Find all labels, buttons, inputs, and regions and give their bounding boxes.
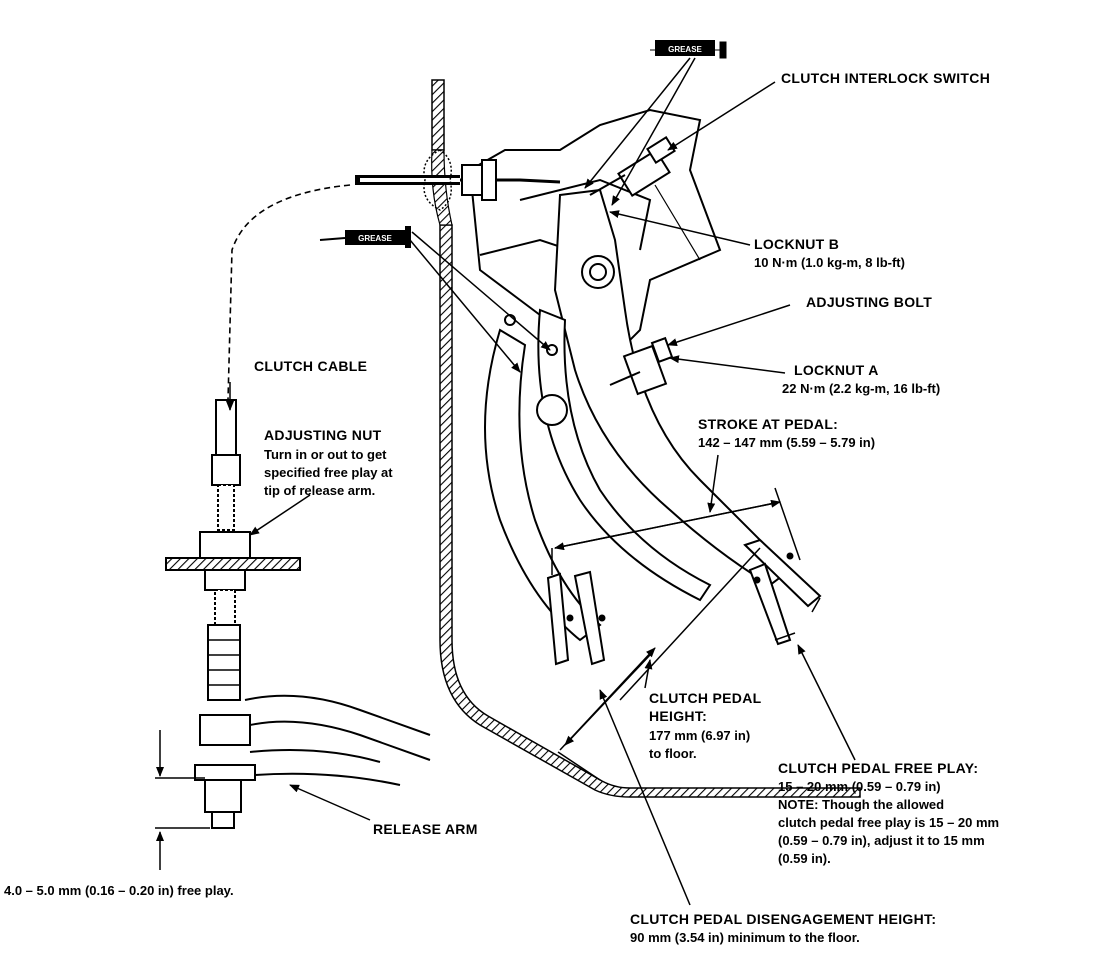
- label-locknut-a-spec: 22 N·m (2.2 kg-m, 16 lb-ft): [782, 381, 941, 396]
- label-stroke-at-pedal: STROKE AT PEDAL:: [698, 416, 839, 432]
- label-clutch-cable: CLUTCH CABLE: [254, 358, 368, 374]
- label-release-free-play: 4.0 – 5.0 mm (0.16 – 0.20 in) free play.: [4, 883, 234, 898]
- pedal-height-dimension: [557, 547, 761, 781]
- grease-marker-left: GREASE: [319, 226, 551, 373]
- stroke-dimension: [551, 454, 801, 575]
- label-adjusting-nut-line1: Turn in or out to get: [264, 447, 387, 462]
- grease-tag-text-left: GREASE: [358, 234, 392, 243]
- label-clutch-interlock-switch: CLUTCH INTERLOCK SWITCH: [781, 70, 991, 86]
- label-disengagement-height-spec: 90 mm (3.54 in) minimum to the floor.: [630, 930, 860, 945]
- label-locknut-a: LOCKNUT A: [794, 362, 879, 378]
- label-locknut-b-spec: 10 N·m (1.0 kg-m, 8 lb-ft): [754, 255, 905, 270]
- label-pedal-free-play: CLUTCH PEDAL FREE PLAY:: [778, 760, 979, 776]
- clutch-cable-part: [227, 149, 561, 401]
- label-pedal-free-play-note4: (0.59 in).: [778, 851, 831, 866]
- label-release-arm: RELEASE ARM: [373, 821, 478, 837]
- label-pedal-height-line2: HEIGHT:: [649, 708, 708, 724]
- grease-marker-top: GREASE: [584, 40, 727, 206]
- label-stroke-at-pedal-spec: 142 – 147 mm (5.59 – 5.79 in): [698, 435, 876, 450]
- label-disengagement-height: CLUTCH PEDAL DISENGAGEMENT HEIGHT:: [630, 911, 937, 927]
- adjusting-bolt-part: [609, 336, 674, 396]
- pedal-free-play-dimension: [774, 597, 856, 761]
- label-adjusting-nut-line3: tip of release arm.: [264, 483, 376, 498]
- label-pedal-free-play-note1: NOTE: Though the allowed: [778, 797, 945, 812]
- label-pedal-height-line1: CLUTCH PEDAL: [649, 690, 762, 706]
- label-pedal-free-play-spec: 15 – 20 mm (0.59 – 0.79 in): [778, 779, 941, 794]
- pedal-pads: [546, 538, 822, 666]
- label-pedal-free-play-note3: (0.59 – 0.79 in), adjust it to 15 mm: [778, 833, 985, 848]
- disengagement-leader: [599, 689, 691, 906]
- label-pedal-height-spec2: to floor.: [649, 746, 697, 761]
- label-adjusting-nut: ADJUSTING NUT: [264, 427, 382, 443]
- release-free-play-dimension: [155, 730, 210, 870]
- label-adjusting-bolt: ADJUSTING BOLT: [806, 294, 933, 310]
- label-adjusting-nut-line2: specified free play at: [264, 465, 393, 480]
- label-pedal-height-spec1: 177 mm (6.97 in): [649, 728, 751, 743]
- label-leaders: [226, 81, 791, 821]
- clutch-pedal-arm: [484, 188, 792, 642]
- grease-tag-text: GREASE: [668, 45, 702, 54]
- release-arm-assembly: [165, 399, 431, 829]
- label-locknut-b: LOCKNUT B: [754, 236, 840, 252]
- label-pedal-free-play-note2: clutch pedal free play is 15 – 20 mm: [778, 815, 1000, 830]
